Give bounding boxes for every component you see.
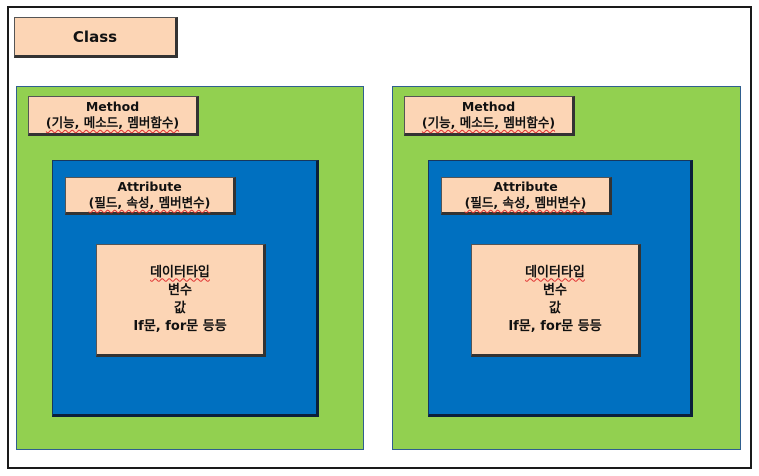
content-box-right: 데이터타입 변수 값 If문, for문 등등	[471, 244, 641, 357]
method-label-left: Method (기능, 메소드, 멤버함수)	[28, 96, 199, 136]
content-line-statements: If문, for문 등등	[508, 318, 602, 334]
method-label-right: Method (기능, 메소드, 멤버함수)	[404, 96, 575, 136]
class-label-text: Class	[72, 27, 118, 46]
attribute-title: Attribute	[493, 179, 558, 194]
content-line-variable: 변수	[168, 282, 192, 298]
attribute-title: Attribute	[117, 179, 182, 194]
attribute-subtitle: (필드, 속성, 멤버변수)	[464, 195, 587, 210]
class-label: Class	[14, 17, 178, 58]
method-title: Method	[461, 99, 516, 114]
content-line-value: 값	[174, 300, 186, 316]
content-box-left: 데이터타입 변수 값 If문, for문 등등	[96, 244, 266, 357]
method-subtitle: (기능, 메소드, 멤버함수)	[421, 115, 556, 130]
content-line-data-type: 데이터타입	[150, 264, 210, 280]
method-title: Method	[85, 99, 140, 114]
method-subtitle: (기능, 메소드, 멤버함수)	[45, 115, 180, 130]
attribute-label-left: Attribute (필드, 속성, 멤버변수)	[65, 177, 236, 215]
content-line-data-type: 데이터타입	[525, 264, 585, 280]
content-line-statements: If문, for문 등등	[133, 318, 227, 334]
content-line-variable: 변수	[543, 282, 567, 298]
attribute-label-right: Attribute (필드, 속성, 멤버변수)	[441, 177, 612, 215]
attribute-subtitle: (필드, 속성, 멤버변수)	[88, 195, 211, 210]
content-line-value: 값	[549, 300, 561, 316]
